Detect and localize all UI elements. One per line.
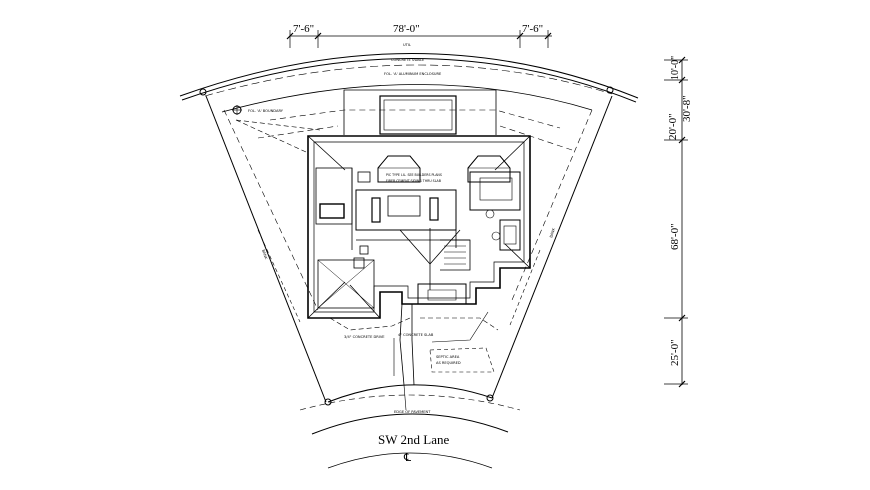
- note-driveway-right: 4" CONCRETE SLAB: [398, 333, 434, 337]
- dim-right-10: 10'-0": [670, 56, 681, 80]
- survey-marker: [199, 88, 207, 96]
- dim-right-20: 20'-0": [667, 113, 679, 140]
- note-wall-top: FOL. 'A' ALUMINUM ENCLOSURE: [384, 72, 442, 76]
- survey-marker: [486, 394, 494, 402]
- note-concrete-swale: CONCRETE SWALE: [391, 58, 425, 62]
- dim-right-30: 30'-8": [681, 95, 693, 122]
- dim-right-68: 68'-0": [669, 223, 681, 250]
- dim-top-center: 78'-0": [393, 23, 420, 35]
- dim-top-left: 7'-6": [293, 23, 314, 35]
- note-util: UTIL: [403, 43, 411, 47]
- note-septic-1: SEPTIC AREA: [436, 355, 460, 359]
- top-dimension-string: 7'-6" 78'-0" 7'-6": [286, 23, 552, 48]
- house-roof: PIC TYPE LIL. SEE BUILDERS PLANS FIBER C…: [307, 135, 531, 319]
- note-house-2: FIBER CEMENT SIDING THRU SLAB: [386, 179, 441, 183]
- survey-marker: [606, 86, 614, 94]
- dim-right-25: 25'-0": [669, 339, 681, 366]
- street-name: SW 2nd Lane: [378, 432, 449, 447]
- centerline-symbol: ℄: [403, 452, 411, 464]
- right-dimension-string: 10'-0" 20'-0" 30'-8" 68'-0" 25'-0": [664, 56, 693, 388]
- front-street-arcs: EDGE OF PAVEMENT: [299, 384, 521, 469]
- rear-setback-box: [257, 89, 573, 151]
- note-driveway-left: 3/4" CONCRETE DRIVE: [344, 335, 385, 339]
- note-house-1: PIC TYPE LIL. SEE BUILDERS PLANS: [386, 173, 442, 177]
- rear-property-arcs: UTIL CONCRETE SWALE FOL. 'A' ALUMINUM EN…: [179, 43, 639, 113]
- driveway: 3/4" CONCRETE DRIVE 4" CONCRETE SLAB SEP…: [329, 303, 499, 386]
- survey-marker: [324, 398, 332, 406]
- dim-top-right: 7'-6": [522, 23, 543, 35]
- note-bank-left: BANK: [261, 249, 268, 260]
- note-corner: FOL. 'A' BOUNDARY: [248, 109, 284, 113]
- note-road: EDGE OF PAVEMENT: [394, 410, 431, 414]
- note-septic-2: AS REQUIRED: [436, 361, 461, 365]
- note-bank-right: BANK: [549, 227, 556, 238]
